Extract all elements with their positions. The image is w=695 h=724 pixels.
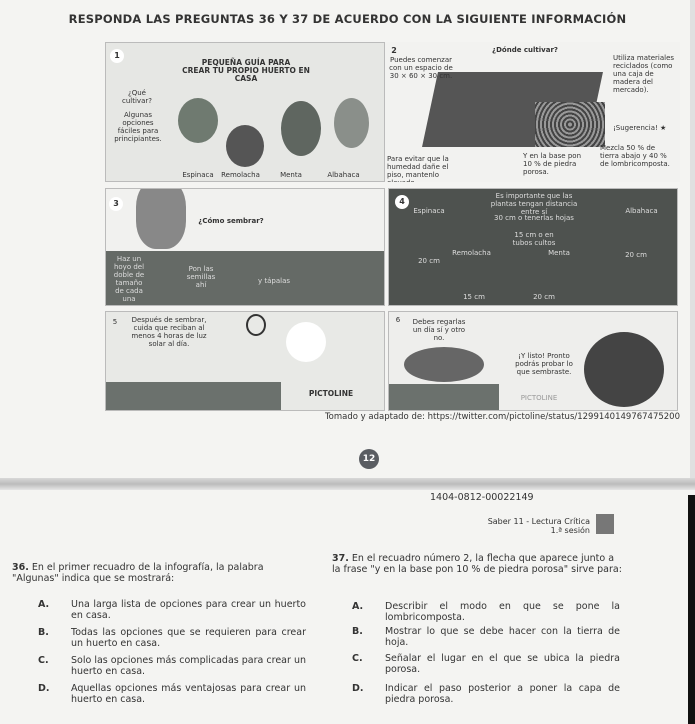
basil-illustration bbox=[334, 98, 369, 148]
panel-number: 5 bbox=[112, 318, 118, 326]
spacing-label: 20 cm bbox=[418, 257, 440, 265]
step-3: y tápalas bbox=[257, 277, 291, 285]
question-label: ¿Qué cultivar? bbox=[122, 89, 152, 105]
panel-footer-bar bbox=[389, 384, 499, 410]
materials-note: Utiliza materiales reciclados (como una … bbox=[613, 54, 675, 94]
base-note: Y en la base pon 10 % de piedra porosa. bbox=[523, 152, 582, 176]
infographic-panel-3: 3 ¿Cómo sembrar? Haz un hoyo del doble d… bbox=[105, 188, 385, 306]
clock-icon bbox=[246, 314, 266, 336]
panel-number: 4 bbox=[395, 195, 409, 209]
beet-illustration bbox=[226, 125, 264, 167]
section-heading: RESPONDA LAS PREGUNTAS 36 Y 37 DE ACUERD… bbox=[68, 12, 627, 26]
q36-option-a[interactable]: A.Una larga lista de opciones para crear… bbox=[38, 599, 306, 621]
spinach-illustration bbox=[178, 98, 218, 143]
exam-logo-icon bbox=[596, 514, 614, 534]
panel-text: Después de sembrar, cuida que reciban al… bbox=[131, 316, 207, 348]
humidity-note: Para evitar que la humedad dañe el piso,… bbox=[387, 155, 449, 182]
panel-title: Es importante que las plantas tengan dis… bbox=[490, 192, 578, 216]
panel-number: 3 bbox=[109, 197, 123, 211]
done-note: ¡Y listo! Pronto podrás probar lo que se… bbox=[515, 352, 573, 376]
pot-illustration bbox=[584, 332, 664, 407]
mix-note: Mezcla 50 % de tierra abajo y 40 % de lo… bbox=[600, 144, 670, 168]
question-37: 37. En el recuadro número 2, la flecha q… bbox=[332, 553, 622, 575]
infographic-panel-6: 6 Debes regarlas un día sí y otro no. ¡Y… bbox=[388, 311, 678, 411]
page-edge bbox=[688, 495, 695, 724]
distance-note: 15 cm o en tubos cultos bbox=[512, 231, 556, 247]
pictoline-logo: PICTOLINE bbox=[308, 389, 354, 398]
step-1: Haz un hoyo del doble de tamaño de cada … bbox=[113, 255, 145, 303]
plant-label: Espinaca bbox=[413, 207, 445, 215]
q37-option-d[interactable]: D.Indicar el paso posterior a poner la c… bbox=[352, 683, 620, 705]
page-separator bbox=[0, 478, 695, 490]
plant-label: Albahaca bbox=[625, 207, 658, 215]
plants-illustration bbox=[404, 347, 484, 382]
step-2: Pon las semillas ahí bbox=[186, 265, 216, 289]
panel-footer-bar bbox=[106, 382, 281, 410]
spacing-label: 20 cm bbox=[625, 251, 647, 259]
infographic-panel-4: 4 Es importante que las plantas tengan d… bbox=[388, 188, 678, 306]
q36-option-d[interactable]: D.Aquellas opciones más ventajosas para … bbox=[38, 683, 306, 705]
plant-label: Menta bbox=[548, 249, 570, 257]
pictoline-logo: PICTOLINE bbox=[520, 394, 558, 402]
q37-option-a[interactable]: A.Describir el modo en que se pone la lo… bbox=[352, 601, 620, 623]
sun-illustration bbox=[286, 322, 326, 362]
q37-option-b[interactable]: B.Mostrar lo que se debe hacer con la ti… bbox=[352, 626, 620, 648]
plant-label: Remolacha bbox=[221, 171, 260, 179]
plant-label: Remolacha bbox=[452, 249, 491, 257]
hand-illustration bbox=[136, 189, 186, 249]
space-note: Puedes comenzar con un espacio de 30 × 6… bbox=[389, 56, 453, 80]
panel-number: 6 bbox=[395, 316, 401, 324]
soil-illustration bbox=[106, 251, 384, 305]
infographic-panel-5: 5 Después de sembrar, cuida que reciban … bbox=[105, 311, 385, 411]
subtitle: Algunas opciones fáciles para principian… bbox=[114, 111, 162, 143]
infographic-panel-2: 2 ¿Dónde cultivar? Puedes comenzar con u… bbox=[385, 42, 680, 182]
water-note: Debes regarlas un día sí y otro no. bbox=[412, 318, 466, 342]
panel-number: 1 bbox=[110, 49, 124, 63]
distance-note: 30 cm o tenerlas hojas bbox=[494, 214, 574, 222]
booklet-code: 1404-0812-00022149 bbox=[430, 492, 534, 503]
q36-option-b[interactable]: B.Todas las opciones que se requieren pa… bbox=[38, 627, 306, 649]
page-number: 12 bbox=[359, 449, 379, 469]
spacing-label: 15 cm bbox=[463, 293, 485, 301]
mint-illustration bbox=[281, 101, 321, 156]
q36-option-c[interactable]: C.Solo las opciones más complicadas para… bbox=[38, 655, 306, 677]
panel-title: ¿Cómo sembrar? bbox=[198, 217, 264, 225]
source-citation: Tomado y adaptado de: https://twitter.co… bbox=[324, 412, 680, 422]
q37-option-c[interactable]: C.Señalar el lugar en el que se ubica la… bbox=[352, 653, 620, 675]
panel-number: 2 bbox=[391, 46, 397, 55]
question-36: 36. En el primer recuadro de la infograf… bbox=[12, 562, 264, 584]
suggestion-note: ¡Sugerencia! ★ bbox=[613, 124, 667, 132]
plant-label: Espinaca bbox=[182, 171, 214, 179]
plant-label: Albahaca bbox=[327, 171, 360, 179]
page-edge bbox=[690, 0, 695, 478]
panel-title: ¿Dónde cultivar? bbox=[492, 46, 558, 54]
plant-label: Menta bbox=[280, 171, 302, 179]
porous-stone-layer bbox=[535, 102, 605, 147]
spacing-label: 20 cm bbox=[533, 293, 555, 301]
